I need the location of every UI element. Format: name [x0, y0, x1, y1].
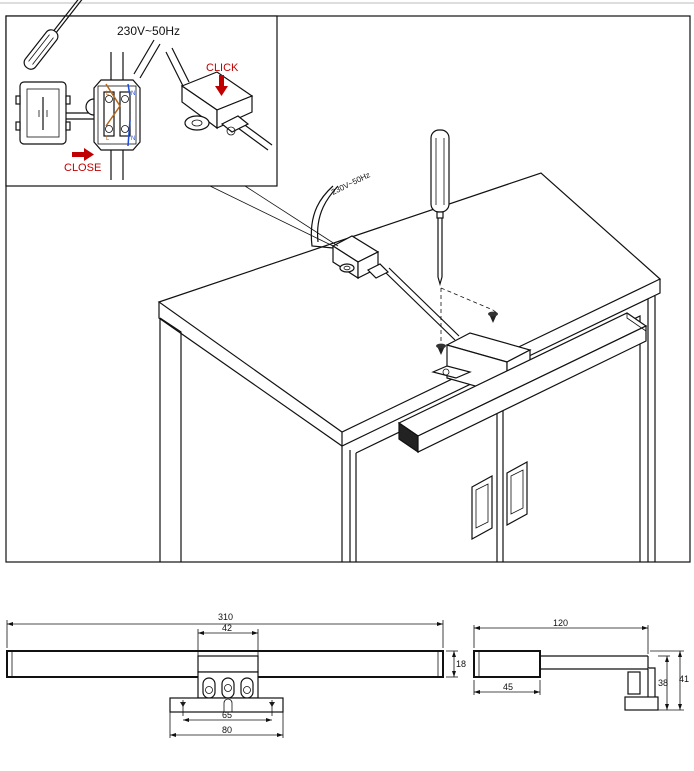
side-view: 120 45 38 41: [473, 618, 689, 711]
lamp-base-plate: [431, 365, 472, 379]
inset-voltage-label: 230V~50Hz: [117, 24, 180, 38]
screws: [436, 287, 499, 355]
power-cable: [310, 185, 460, 341]
close-arrow-icon: [72, 148, 94, 161]
dim-depth: 120: [553, 618, 568, 628]
leader-line-b: [244, 185, 339, 247]
front-base-plate: [169, 697, 284, 713]
install-panel-frame: [5, 15, 691, 563]
terminal-label: L: [106, 91, 110, 97]
screwdriver-icon: [430, 129, 450, 287]
side-base-plate: [624, 696, 659, 711]
cabinet-left-side: [159, 317, 182, 562]
terminal-label: N: [131, 136, 135, 142]
close-label: CLOSE: [64, 162, 101, 174]
dim-bar-height: 18: [456, 659, 466, 669]
led-lamp: [397, 312, 648, 454]
door-handle-left: [471, 474, 493, 541]
dim-overall-width: 310: [218, 612, 233, 622]
inset-closed-box: [165, 47, 273, 151]
inset-terminal-block: [93, 39, 161, 180]
dim-bracket-height: 38: [658, 678, 668, 688]
side-bracket-clip: [627, 671, 641, 695]
leader-line-a: [209, 185, 334, 247]
inset-screwdriver-icon: [23, 0, 83, 70]
dim-bracket-width: 42: [222, 623, 232, 633]
cabinet-top: [157, 172, 662, 433]
click-arrow-icon: [215, 75, 228, 96]
door-handle-right: [506, 460, 528, 527]
front-view: 310 42 18 65 80: [6, 612, 466, 738]
side-head: [473, 650, 541, 678]
dim-head-depth: 45: [503, 682, 513, 692]
dim-hole-spacing: 65: [222, 710, 232, 720]
front-bracket-block: [197, 655, 259, 673]
dim-base-width: 80: [222, 725, 232, 735]
terminal-label: N: [131, 91, 135, 97]
lamp-bar-front: [417, 325, 647, 453]
junction-box: [331, 235, 390, 280]
click-label: CLICK: [206, 62, 239, 74]
dim-total-height: 41: [679, 674, 689, 684]
terminal-label: L: [106, 136, 110, 142]
cable-voltage-label: 230V~50Hz: [330, 170, 372, 197]
